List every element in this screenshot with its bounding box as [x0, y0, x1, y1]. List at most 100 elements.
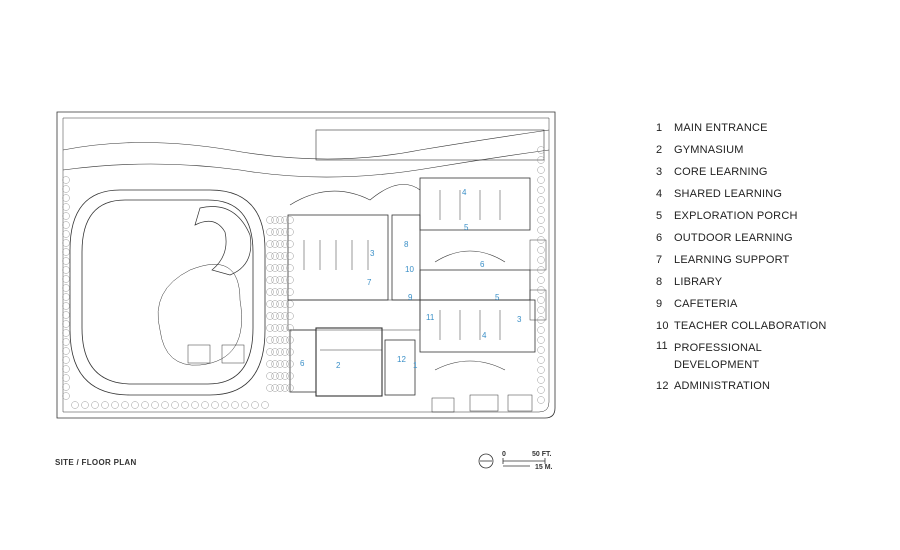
tree-icon — [271, 384, 279, 392]
tree-icon — [281, 216, 289, 224]
tree-icon — [276, 288, 284, 296]
tree-icon — [281, 348, 289, 356]
tree-icon — [537, 156, 545, 164]
tree-icon — [62, 302, 70, 310]
tree-icon — [266, 276, 274, 284]
legend-number: 7 — [656, 254, 663, 266]
tree-icon — [286, 360, 294, 368]
access-road — [62, 129, 550, 160]
tree-icon — [62, 239, 70, 247]
tree-icon — [266, 300, 274, 308]
site-structure-3 — [507, 394, 533, 412]
tree-icon — [276, 324, 284, 332]
legend-number: 9 — [656, 298, 663, 310]
tree-icon — [537, 286, 545, 294]
tree-icon — [281, 312, 289, 320]
tree-icon — [62, 347, 70, 355]
tree-icon — [271, 240, 279, 248]
tree-icon — [281, 288, 289, 296]
tree-icon — [62, 329, 70, 337]
tree-icon — [537, 306, 545, 314]
legend-label: ADMINISTRATION — [674, 380, 771, 392]
tree-icon — [266, 324, 274, 332]
east-wing-mid — [419, 269, 531, 301]
north-wing — [419, 177, 531, 231]
tree-icon — [537, 266, 545, 274]
tree-icon — [266, 216, 274, 224]
tree-icon — [537, 346, 545, 354]
tree-icon — [266, 372, 274, 380]
tree-icon — [286, 324, 294, 332]
tree-icon — [286, 264, 294, 272]
tree-icon — [281, 252, 289, 260]
site-structure-2 — [469, 394, 499, 412]
site-inner-boundary — [62, 117, 550, 413]
tree-icon — [62, 257, 70, 265]
parking-lot — [315, 129, 545, 161]
tree-icon — [101, 401, 109, 409]
tree-icon — [62, 284, 70, 292]
room-tag: 8 — [404, 240, 409, 249]
tree-icon — [62, 248, 70, 256]
scale-feet-label: 50 FT. — [532, 451, 552, 458]
tree-icon — [271, 300, 279, 308]
tree-icon — [62, 230, 70, 238]
legend-label: CORE LEARNING — [674, 166, 768, 178]
tree-icon — [276, 348, 284, 356]
scale-bar — [478, 453, 546, 469]
tree-icon — [286, 240, 294, 248]
tree-icon — [62, 356, 70, 364]
gymnasium-block — [315, 327, 383, 397]
tree-icon — [266, 312, 274, 320]
tree-icon — [537, 336, 545, 344]
tree-icon — [281, 372, 289, 380]
tree-icon — [281, 300, 289, 308]
scale-zero-label: 0 — [502, 451, 506, 458]
tree-icon — [266, 384, 274, 392]
tree-icon — [537, 216, 545, 224]
room-tag: 5 — [464, 223, 469, 232]
tree-icon — [286, 336, 294, 344]
tree-icon — [266, 288, 274, 296]
tree-icon — [281, 228, 289, 236]
court-left — [187, 344, 211, 364]
tree-icon — [537, 396, 545, 404]
tree-icon — [191, 401, 199, 409]
tree-icon — [231, 401, 239, 409]
tree-icon — [537, 386, 545, 394]
tree-icon — [537, 246, 545, 254]
legend-label: OUTDOOR LEARNING — [674, 232, 793, 244]
tree-icon — [281, 240, 289, 248]
room-tag: 2 — [336, 361, 341, 370]
tree-icon — [276, 312, 284, 320]
legend-label: EXPLORATION PORCH — [674, 210, 798, 222]
legend-label: MAIN ENTRANCE — [674, 122, 768, 134]
east-site-strip-2 — [529, 289, 547, 321]
tree-icon — [286, 300, 294, 308]
tree-icon — [281, 276, 289, 284]
room-tag: 12 — [397, 355, 406, 364]
plan-caption: SITE / FLOOR PLAN — [55, 458, 137, 467]
tree-icon — [281, 264, 289, 272]
legend-number: 8 — [656, 276, 663, 288]
tree-icon — [281, 324, 289, 332]
legend-item: 3 CORE LEARNING — [656, 166, 886, 179]
tree-icon — [221, 401, 229, 409]
tree-icon — [537, 166, 545, 174]
legend-number: 3 — [656, 166, 663, 178]
tree-icon — [281, 384, 289, 392]
tree-icon — [271, 216, 279, 224]
site-boundary — [56, 111, 556, 419]
legend-label: TEACHER COLLABORATION — [674, 320, 827, 332]
play-field — [157, 264, 242, 366]
room-tag: 3 — [517, 315, 522, 324]
tree-icon — [271, 336, 279, 344]
